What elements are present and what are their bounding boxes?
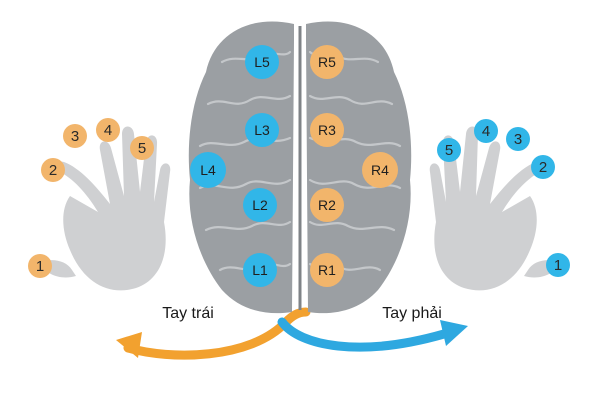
right-finger-5: 5 — [437, 138, 461, 162]
label-R3: R3 — [318, 122, 336, 138]
right-finger-1-label: 1 — [554, 257, 562, 274]
brain-region-L2: L2 — [243, 188, 277, 222]
right-finger-2: 2 — [531, 155, 555, 179]
brain-region-L3: L3 — [245, 113, 279, 147]
label-R5: R5 — [318, 54, 336, 70]
label-R1: R1 — [318, 262, 336, 278]
left-finger-1-label: 1 — [36, 258, 44, 275]
label-L3: L3 — [254, 122, 270, 138]
brain-region-R4: R4 — [362, 152, 398, 188]
right-finger-4: 4 — [474, 119, 498, 143]
brain-region-L5: L5 — [245, 45, 279, 79]
label-L4: L4 — [200, 162, 216, 178]
right-crossing-arrow — [277, 317, 449, 352]
left-finger-5-label: 5 — [138, 140, 146, 157]
left-finger-3-label: 3 — [71, 128, 79, 145]
left-finger-5: 5 — [130, 136, 154, 160]
left-finger-3: 3 — [63, 124, 87, 148]
brain-icon — [188, 21, 412, 314]
brain-region-L1: L1 — [243, 253, 277, 287]
right-finger-1: 1 — [546, 253, 570, 277]
right-arrow-head — [440, 320, 468, 346]
left-arrow-head — [116, 332, 142, 358]
label-R4: R4 — [371, 162, 389, 178]
right-finger-3-label: 3 — [514, 131, 522, 148]
right-finger-4-label: 4 — [482, 123, 490, 140]
left-finger-2-label: 2 — [49, 162, 57, 179]
left-crossing-arrow — [123, 307, 311, 360]
brain-region-R2: R2 — [310, 188, 344, 222]
right-finger-5-label: 5 — [445, 142, 453, 159]
brain-region-L4: L4 — [190, 152, 226, 188]
label-L2: L2 — [252, 197, 268, 213]
left-finger-4: 4 — [96, 118, 120, 142]
left-finger-4-label: 4 — [104, 122, 112, 139]
right-finger-2-label: 2 — [539, 159, 547, 176]
left-finger-1: 1 — [28, 254, 52, 278]
label-L1: L1 — [252, 262, 268, 278]
left-finger-2: 2 — [41, 158, 65, 182]
brain-region-R1: R1 — [310, 253, 344, 287]
right-hand-caption: Tay phải — [382, 305, 442, 322]
brain-region-R3: R3 — [310, 113, 344, 147]
brain-region-R5: R5 — [310, 45, 344, 79]
left-hand-caption: Tay trái — [162, 305, 214, 322]
label-R2: R2 — [318, 197, 336, 213]
right-finger-3: 3 — [506, 127, 530, 151]
label-L5: L5 — [254, 54, 270, 70]
